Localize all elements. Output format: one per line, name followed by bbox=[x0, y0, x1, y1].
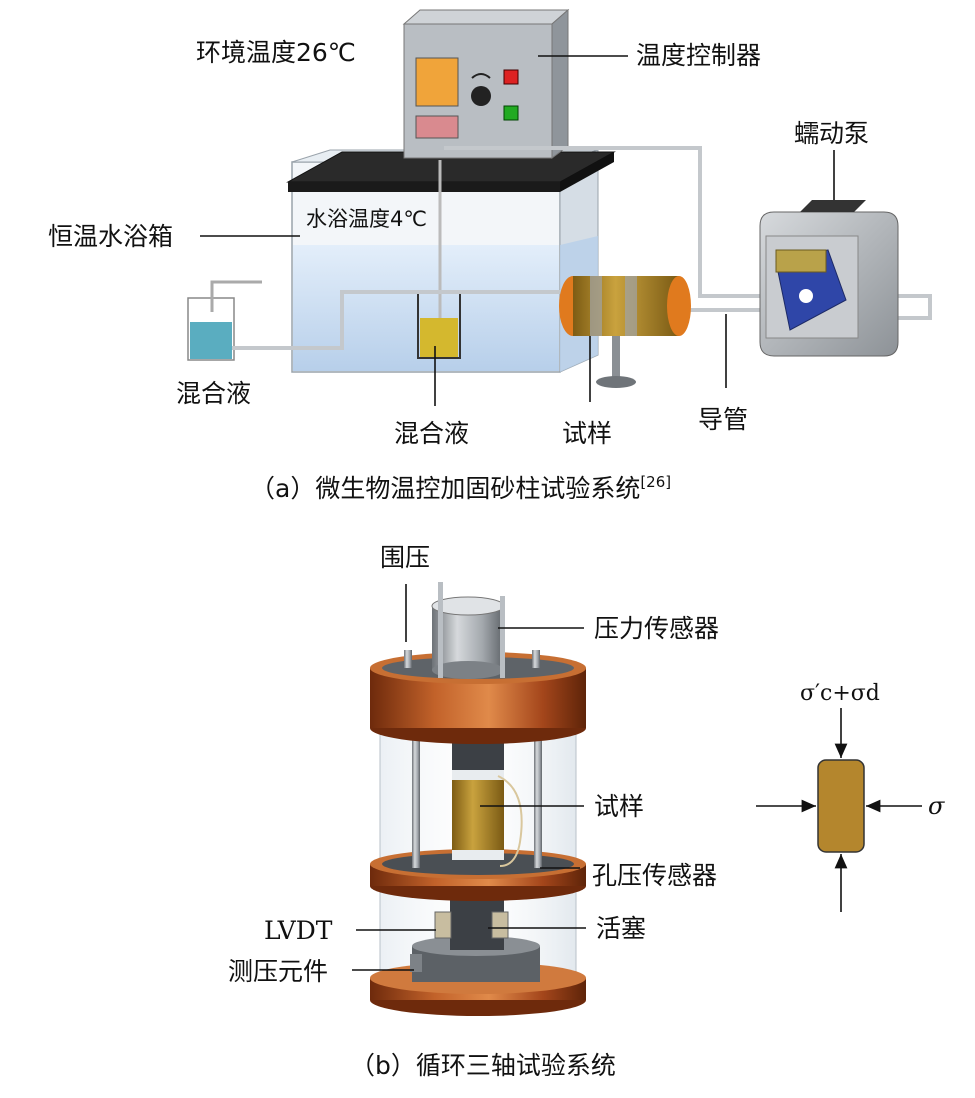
label-specimen-a: 试样 bbox=[562, 419, 612, 448]
label-load-cell: 测压元件 bbox=[228, 957, 328, 986]
panel-a: 环境温度26℃ 温度控制器 蠕动泵 恒温水浴箱 水浴温度4℃ 混合液 混合液 试… bbox=[48, 8, 932, 503]
label-pore-pressure-sensor: 孔压传感器 bbox=[592, 861, 717, 890]
label-specimen-b: 试样 bbox=[594, 792, 644, 821]
label-sigma-side: σ bbox=[928, 792, 945, 820]
label-sigma-top: σ′c+σd bbox=[800, 681, 880, 706]
label-piston: 活塞 bbox=[596, 914, 646, 943]
controller-display bbox=[415, 57, 459, 107]
label-peristaltic-pump: 蠕动泵 bbox=[794, 119, 869, 148]
panel-b-leaders bbox=[352, 584, 586, 971]
temperature-controller-unit bbox=[402, 8, 570, 159]
caption-b: （b）循环三轴试验系统 bbox=[350, 1051, 616, 1080]
specimen-column bbox=[559, 276, 691, 388]
triaxial-cell bbox=[370, 582, 586, 1016]
label-pressure-sensor: 压力传感器 bbox=[594, 614, 719, 643]
control-knob bbox=[471, 86, 491, 106]
caption-a-ref: [26] bbox=[640, 473, 671, 491]
panel-a-leaders bbox=[200, 55, 835, 406]
panel-b: 围压 压力传感器 试样 孔压传感器 LVDT 活塞 测压元件 σ′c+σd σ … bbox=[228, 543, 945, 1080]
label-mixed-liquid-center: 混合液 bbox=[394, 419, 469, 448]
label-confining-pressure: 围压 bbox=[380, 543, 430, 572]
label-mixed-liquid-left: 混合液 bbox=[176, 379, 251, 408]
left-beaker bbox=[187, 280, 262, 361]
label-water-bath: 恒温水浴箱 bbox=[48, 222, 173, 251]
label-bath-temp: 水浴温度4℃ bbox=[306, 207, 427, 231]
caption-a-text: （a）微生物温控加固砂柱试验系统 bbox=[250, 474, 640, 503]
peristaltic-pump-unit bbox=[759, 200, 899, 357]
label-lvdt: LVDT bbox=[264, 916, 333, 945]
stress-element bbox=[817, 759, 865, 853]
specimen-b bbox=[452, 770, 504, 860]
label-tube: 导管 bbox=[698, 405, 748, 434]
caption-a: （a）微生物温控加固砂柱试验系统[26] bbox=[250, 473, 671, 503]
label-ambient-temp: 环境温度26℃ bbox=[196, 38, 356, 67]
label-temp-controller: 温度控制器 bbox=[636, 41, 761, 70]
stress-diagram: σ′c+σd σ bbox=[756, 681, 945, 912]
